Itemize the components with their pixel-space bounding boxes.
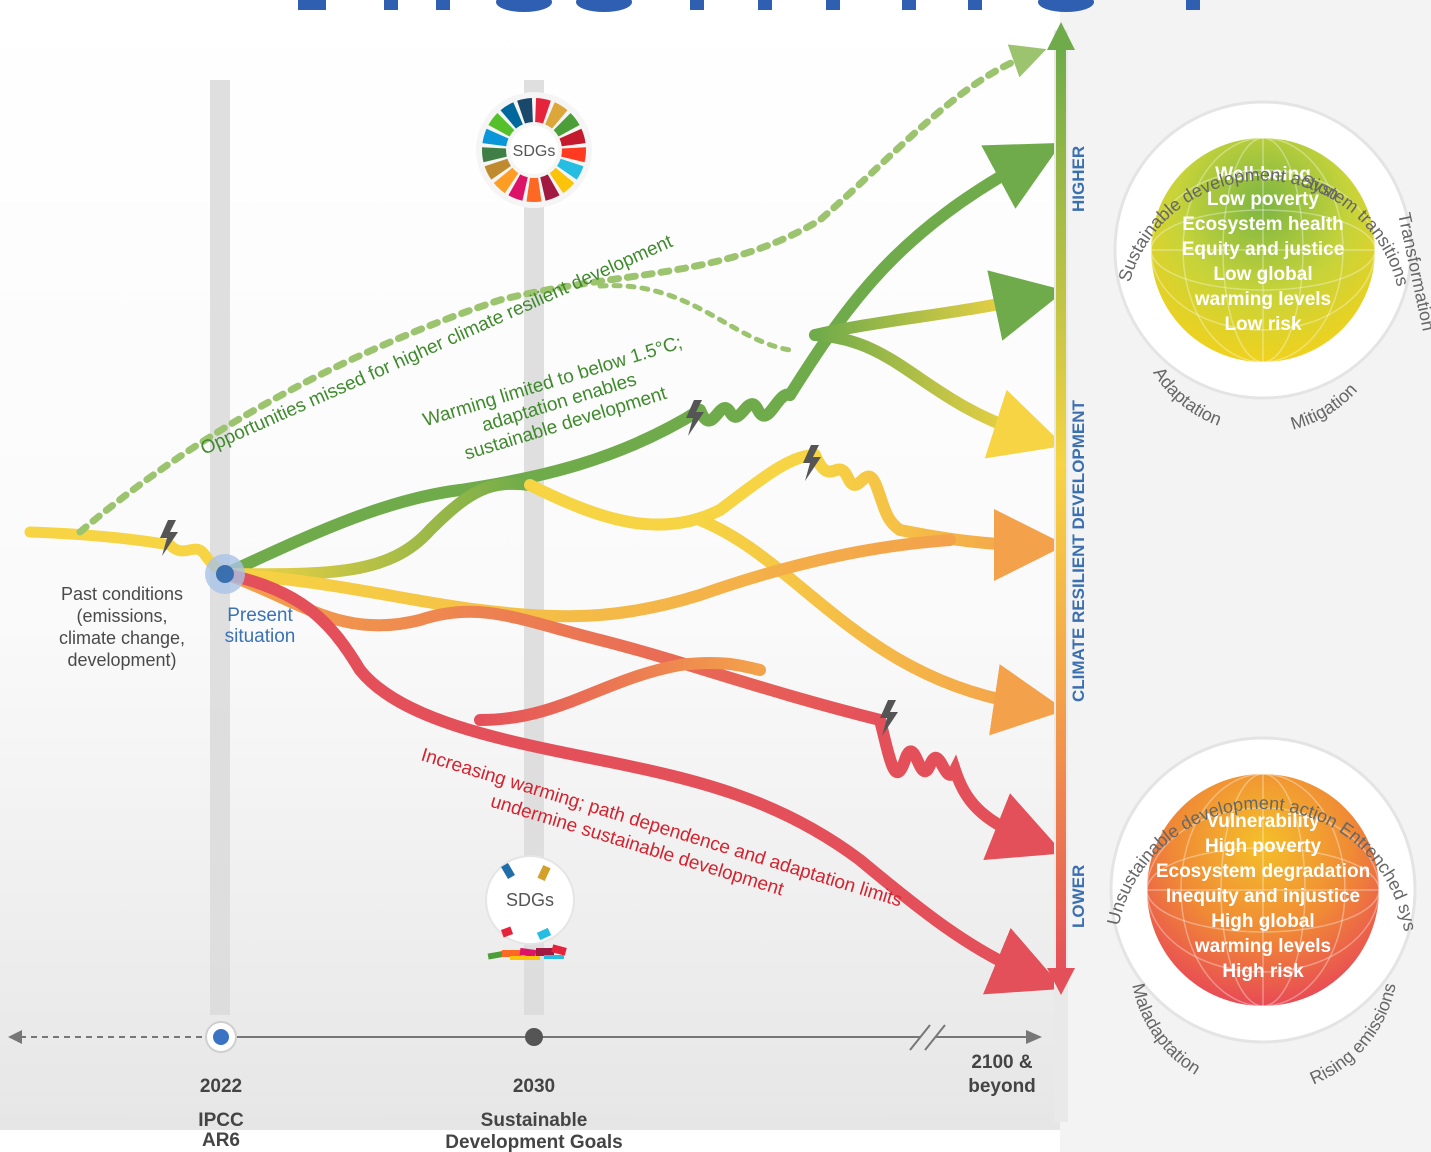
missed-opportunity-path	[76, 44, 1047, 536]
svg-text:Vulnerability: Vulnerability	[1206, 811, 1320, 832]
sdg-fragments-pile	[487, 944, 567, 960]
sdg-top-label: SDGs	[513, 143, 556, 160]
svg-text:(emissions,: (emissions,	[76, 606, 167, 626]
svg-text:Low global: Low global	[1213, 264, 1312, 285]
sdg-wheel-segment	[545, 102, 568, 129]
yellow-squiggle	[809, 449, 1066, 581]
scale-lower-label: LOWER	[1069, 865, 1088, 928]
svg-text:warming levels: warming levels	[1194, 289, 1331, 310]
sdg-wheel-segment	[488, 113, 515, 137]
svg-text:Well-being: Well-being	[1215, 164, 1311, 185]
red-to-orange-branch	[474, 656, 766, 726]
sdg-badge-top: SDGs	[476, 92, 592, 208]
lightning-icons	[160, 400, 898, 736]
svg-text:High global: High global	[1211, 911, 1314, 932]
svg-text:Low risk: Low risk	[1224, 314, 1302, 335]
sdg-wheel-segment	[557, 158, 584, 180]
sdg-wheel-segment	[559, 128, 586, 147]
cut-off-header	[298, 0, 1200, 12]
present-situation-label: Present situation	[225, 605, 296, 647]
orange-squiggle	[874, 714, 1064, 861]
present-situation-dot	[216, 565, 234, 583]
svg-text:Past conditions: Past conditions	[61, 584, 183, 604]
green-path	[219, 404, 706, 580]
timeline-tick-2030: 2030 Sustainable Development Goals	[445, 1076, 622, 1152]
sdg-wheel-segment	[484, 158, 511, 180]
sdg-badge-bottom: SDGs	[485, 855, 575, 960]
scale-middle-label: CLIMATE RESILIENT DEVELOPMENT	[1069, 399, 1088, 702]
svg-text:Inequity and injustice: Inequity and injustice	[1166, 886, 1360, 907]
sdg-bottom-label: SDGs	[506, 890, 554, 910]
sdg-wheel-segment	[508, 174, 528, 201]
green-to-yellow-branch	[809, 329, 1065, 459]
sdg-wheel-segment	[482, 128, 509, 147]
svg-text:2022: 2022	[200, 1076, 242, 1097]
green-middle-branch	[809, 270, 1066, 341]
lightning-icon	[686, 400, 704, 436]
sdg-wheel-segment	[500, 102, 523, 129]
svg-text:Present: Present	[227, 605, 293, 626]
sdg-wheel-segment	[549, 167, 575, 194]
svg-text:2100 &: 2100 &	[971, 1052, 1033, 1073]
svg-text:Ecosystem degradation: Ecosystem degradation	[1156, 861, 1370, 882]
pathways	[24, 44, 1066, 995]
svg-text:climate change,: climate change,	[59, 628, 185, 648]
timeline-tick-2022: 2022 IPCC AR6	[198, 1076, 244, 1151]
lightning-icon	[880, 700, 898, 736]
svg-text:warming levels: warming levels	[1194, 936, 1331, 957]
svg-text:Sustainable: Sustainable	[481, 1110, 588, 1131]
svg-text:Ecosystem health: Ecosystem health	[1182, 214, 1344, 235]
sdg-wheel-segment	[553, 113, 580, 137]
red-path	[219, 568, 1064, 995]
green-upper-branch	[784, 142, 1062, 401]
svg-text:2030: 2030	[513, 1076, 555, 1097]
svg-text:High poverty: High poverty	[1205, 836, 1322, 857]
resilience-scale: HIGHER CLIMATE RESILIENT DEVELOPMENT LOW…	[1047, 22, 1088, 1122]
svg-text:Low poverty: Low poverty	[1207, 189, 1319, 210]
missed-branch-path	[597, 283, 793, 353]
yellow-middle-path	[524, 449, 821, 531]
sdg-wheel-segment	[526, 177, 542, 202]
lightning-icon	[803, 445, 821, 481]
svg-text:IPCC: IPCC	[198, 1110, 244, 1131]
svg-text:development): development)	[67, 650, 176, 670]
svg-text:High risk: High risk	[1222, 961, 1304, 982]
svg-text:Equity and justice: Equity and justice	[1182, 239, 1345, 260]
yellow-down-path	[694, 514, 1066, 736]
orange-path	[219, 534, 956, 623]
sdg-wheel-segment	[561, 147, 586, 163]
svg-text:AR6: AR6	[202, 1130, 240, 1151]
yellow-rising-path	[219, 477, 536, 581]
scale-higher-label: HIGHER	[1069, 146, 1088, 212]
timeline-marker-2030	[525, 1028, 543, 1046]
lightning-icon	[160, 520, 178, 556]
svg-text:Development Goals: Development Goals	[445, 1132, 622, 1152]
timeline-axis	[8, 1021, 1042, 1053]
svg-text:situation: situation	[225, 626, 296, 647]
sdg-wheel-segment	[535, 98, 551, 124]
sdg-wheel-segment	[540, 174, 560, 201]
svg-text:beyond: beyond	[968, 1076, 1036, 1097]
year-line-2030	[524, 80, 544, 1015]
past-conditions-label: Past conditions (emissions, climate chan…	[59, 584, 185, 670]
year-line-2022	[210, 80, 230, 1015]
timeline-tick-2100: 2100 & beyond	[968, 1052, 1036, 1097]
sdg-wheel-segment	[493, 167, 519, 194]
sdg-wheel-segment	[517, 98, 533, 124]
sdg-wheel-segment	[482, 147, 507, 163]
high-resilience-circle: Well-being Low poverty Ecosystem health …	[1113, 100, 1431, 434]
green-squiggle	[694, 388, 796, 427]
